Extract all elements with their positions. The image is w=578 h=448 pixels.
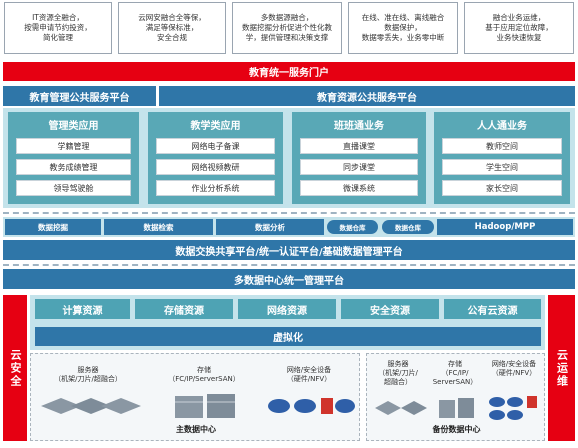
resource-platform-bar: 教育资源公共服务平台 bbox=[159, 86, 575, 106]
card-line: 数据保护， bbox=[384, 23, 422, 32]
server-rack-icon bbox=[375, 401, 427, 415]
card-line: 在线、准在线、离线融合 bbox=[361, 13, 445, 22]
value-card-data-fusion: 多数据源融合，数据挖掘分析促进个性化教学，提供管理和决策支撑 bbox=[232, 2, 342, 54]
card-line: 融合业务运维， bbox=[492, 13, 546, 22]
app-item-student-records[interactable]: 学籍管理 bbox=[16, 138, 131, 154]
card-line: 按需申请节约投资， bbox=[24, 23, 92, 32]
label-line: 存储 bbox=[448, 360, 462, 368]
label-line: 存储 bbox=[197, 366, 211, 374]
storage-array-icon bbox=[439, 398, 474, 418]
public-cloud-resources: 公有云资源 bbox=[444, 299, 541, 319]
network-device-icon bbox=[489, 396, 537, 420]
label-line: 网络/安全设备 bbox=[286, 366, 332, 374]
separator-line bbox=[3, 212, 575, 214]
main-data-center: 服务器 （机架/刀片/超融合） 存储 （FC/IP/ServerSAN） 网络/… bbox=[30, 353, 360, 441]
value-card-data-protection: 在线、准在线、离线融合数据保护，数据零丢失，业务零中断 bbox=[348, 2, 458, 54]
chip-data-warehouse-1: 数据仓库 bbox=[327, 220, 378, 234]
card-line: 简化管理 bbox=[43, 33, 73, 42]
card-line: 云网安融合全等保， bbox=[138, 13, 206, 22]
network-device-label: 网络/安全设备 （硬件/NFV） bbox=[259, 366, 359, 384]
separator-line bbox=[3, 264, 575, 266]
label-line: 服务器 bbox=[77, 366, 99, 374]
network-resources: 网络资源 bbox=[238, 299, 336, 319]
chip-data-warehouse-2: 数据仓库 bbox=[382, 220, 434, 234]
app-item-sync-class[interactable]: 同步课堂 bbox=[300, 159, 418, 175]
card-line: 基于应用定位故障， bbox=[485, 23, 553, 32]
main-dc-title: 主数据中心 bbox=[176, 425, 216, 434]
backup-data-center: 服务器 （机架/刀片/ 超融合） 存储 （FC/IP/ ServerSAN） 网… bbox=[366, 353, 545, 441]
server-rack-icon bbox=[41, 398, 141, 414]
value-card-it-resources: IT资源全融合，按需申请节约投资，简化管理 bbox=[4, 2, 112, 54]
server-label: 服务器 （机架/刀片/超融合） bbox=[33, 366, 143, 384]
app-group-management: 管理类应用 学籍管理 教务成绩管理 领导驾驶舱 bbox=[8, 112, 139, 204]
label-line: ServerSAN） bbox=[432, 378, 478, 386]
card-line: 多数据源融合， bbox=[260, 13, 314, 22]
card-line: 数据挖掘分析促进个性化教 bbox=[242, 23, 332, 32]
management-platform-bar: 教育管理公共服务平台 bbox=[3, 86, 156, 106]
cloud-security-side-bar: 云安全 bbox=[3, 295, 27, 441]
card-line: 安全合规 bbox=[157, 33, 187, 42]
app-item-micro-class[interactable]: 微课系统 bbox=[300, 180, 418, 196]
app-item-homework-analysis[interactable]: 作业分析系统 bbox=[156, 180, 275, 196]
exchange-platform-bar: 数据交换共享平台/统一认证平台/基础数据管理平台 bbox=[3, 240, 575, 260]
card-line: IT资源全融合， bbox=[32, 13, 84, 22]
storage-resources: 存储资源 bbox=[135, 299, 233, 319]
label-line: 超融合） bbox=[384, 378, 412, 386]
card-line: 满足等保标准， bbox=[145, 23, 199, 32]
cloud-operations-side-bar: 云运维 bbox=[548, 295, 575, 441]
label-line: 服务器 bbox=[387, 360, 409, 368]
card-line: 学，提供管理和决策支撑 bbox=[245, 33, 329, 42]
network-device-icon bbox=[268, 398, 355, 414]
label-line: （硬件/NFV） bbox=[286, 375, 332, 383]
label-line: （FC/IP/ bbox=[441, 369, 469, 377]
network-device-label: 网络/安全设备 （硬件/NFV） bbox=[483, 360, 545, 378]
chip-hadoop-mpp: Hadoop/MPP bbox=[437, 219, 573, 235]
virtualization-bar: 虚拟化 bbox=[35, 327, 541, 346]
app-item-lesson-prep[interactable]: 网络电子备课 bbox=[156, 138, 275, 154]
value-card-security: 云网安融合全等保，满足等保标准，安全合规 bbox=[118, 2, 226, 54]
app-group-title: 人人通业务 bbox=[477, 120, 527, 132]
chip-data-mining: 数据挖掘 bbox=[5, 219, 101, 235]
education-portal-bar: 教育统一服务门户 bbox=[3, 62, 575, 81]
storage-label: 存储 （FC/IP/ ServerSAN） bbox=[427, 360, 483, 387]
app-group-title: 班班通业务 bbox=[334, 120, 384, 132]
backup-dc-title: 备份数据中心 bbox=[432, 425, 481, 434]
app-item-teacher-space[interactable]: 教师空间 bbox=[442, 138, 562, 154]
storage-label: 存储 （FC/IP/ServerSAN） bbox=[149, 366, 259, 384]
app-group-personal-space: 人人通业务 教师空间 学生空间 家长空间 bbox=[434, 112, 570, 204]
compute-resources: 计算资源 bbox=[35, 299, 130, 319]
app-item-grades[interactable]: 教务成绩管理 bbox=[16, 159, 131, 175]
server-label: 服务器 （机架/刀片/ 超融合） bbox=[369, 360, 427, 387]
card-line: 业务快速恢复 bbox=[496, 33, 542, 42]
cloud-operations-label: 云运维 bbox=[555, 348, 569, 388]
label-line: 网络/安全设备 bbox=[491, 360, 537, 368]
cloud-security-label: 云安全 bbox=[9, 348, 22, 388]
app-group-classroom: 班班通业务 直播课堂 同步课堂 微课系统 bbox=[292, 112, 426, 204]
multi-dc-management-bar: 多数据中心统一管理平台 bbox=[3, 269, 575, 289]
chip-data-analysis: 数据分析 bbox=[216, 219, 324, 235]
value-card-operations: 融合业务运维，基于应用定位故障，业务快速恢复 bbox=[464, 2, 574, 54]
app-group-title: 教学类应用 bbox=[190, 120, 241, 132]
app-item-live-class[interactable]: 直播课堂 bbox=[300, 138, 418, 154]
label-line: （硬件/NFV） bbox=[491, 369, 537, 377]
label-line: （机架/刀片/超融合） bbox=[54, 375, 122, 383]
app-item-video-research[interactable]: 网络视频教研 bbox=[156, 159, 275, 175]
storage-array-icon bbox=[175, 394, 235, 418]
app-item-dashboard[interactable]: 领导驾驶舱 bbox=[16, 180, 131, 196]
app-item-parent-space[interactable]: 家长空间 bbox=[442, 180, 562, 196]
security-resources: 安全资源 bbox=[341, 299, 439, 319]
label-line: （FC/IP/ServerSAN） bbox=[168, 375, 240, 383]
app-group-teaching: 教学类应用 网络电子备课 网络视频教研 作业分析系统 bbox=[148, 112, 283, 204]
label-line: （机架/刀片/ bbox=[378, 369, 418, 377]
app-group-title: 管理类应用 bbox=[48, 120, 99, 132]
app-item-student-space[interactable]: 学生空间 bbox=[442, 159, 562, 175]
card-line: 数据零丢失，业务零中断 bbox=[361, 33, 445, 42]
chip-data-search: 数据检索 bbox=[104, 219, 213, 235]
